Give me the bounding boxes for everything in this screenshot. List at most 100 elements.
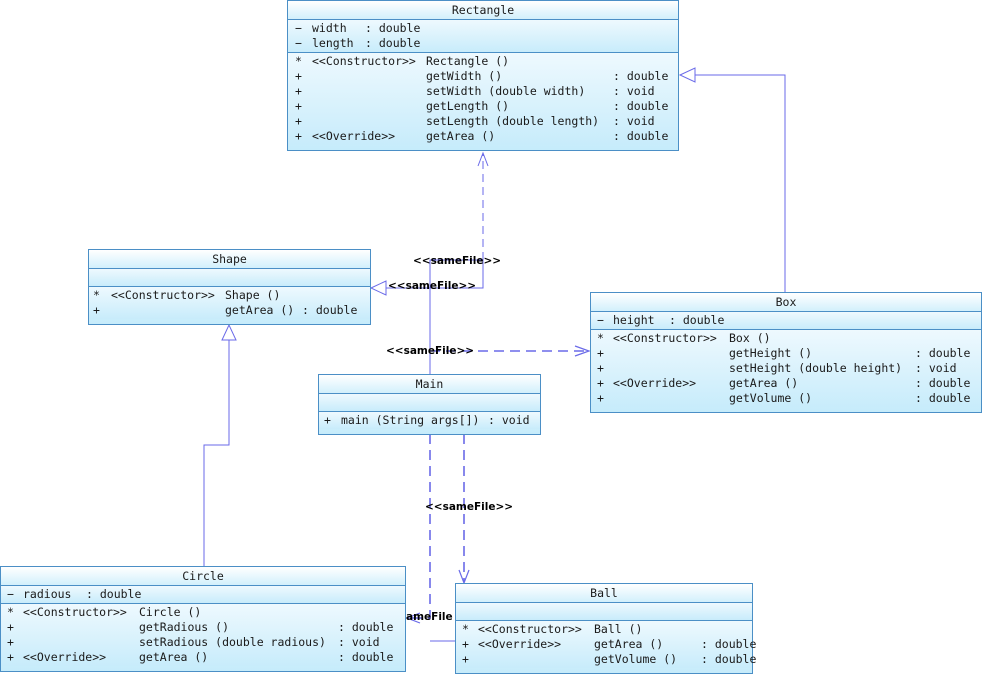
attribute-name: length bbox=[312, 36, 354, 50]
class-shape[interactable]: Shape *<<Constructor>>Shape ()+getArea ()… bbox=[88, 249, 371, 325]
operation-row[interactable]: +getArea (): double bbox=[89, 303, 370, 318]
operation-row[interactable]: + getVolume () : double bbox=[456, 652, 756, 667]
operation-row[interactable]: *<<Constructor>>Rectangle () bbox=[288, 54, 678, 69]
generalization-arrowhead bbox=[678, 67, 696, 83]
class-rectangle[interactable]: Rectangle−width: double−length: double*<… bbox=[287, 0, 679, 151]
visibility-marker: * bbox=[7, 605, 14, 619]
visibility-marker: + bbox=[93, 303, 100, 317]
operation-row[interactable]: +<<Override>>getArea (): double bbox=[1, 650, 405, 665]
operation-stereotype: <<Override>> bbox=[312, 129, 396, 143]
main-to-circle-dependency[interactable] bbox=[408, 434, 431, 619]
attribute-compartment: −height: double bbox=[591, 312, 981, 330]
visibility-marker: + bbox=[7, 635, 14, 649]
operation-row[interactable]: +<<Override>>getArea (): double bbox=[456, 637, 756, 652]
attribute-row[interactable]: −radious: double bbox=[1, 587, 405, 602]
return-type: : double bbox=[701, 652, 757, 666]
operation-signature: setHeight (double height) bbox=[729, 361, 903, 375]
operation-signature: setWidth (double width) bbox=[426, 84, 586, 98]
operation-row[interactable]: +<<Override>>getArea (): double bbox=[288, 129, 678, 144]
attribute-row[interactable]: −height: double bbox=[591, 313, 981, 328]
operation-signature: getArea () bbox=[594, 637, 664, 651]
visibility-marker: + bbox=[462, 652, 469, 666]
attribute-row[interactable]: −length : double bbox=[288, 36, 678, 51]
open-arrowhead bbox=[405, 612, 421, 624]
operation-signature: getRadious () bbox=[139, 620, 230, 634]
return-type: : double bbox=[701, 637, 757, 651]
operation-signature: Ball () bbox=[594, 622, 643, 636]
box-extends-rectangle[interactable] bbox=[695, 74, 786, 292]
return-type: : double bbox=[302, 303, 358, 317]
operation-row[interactable]: +main (String args[]): void bbox=[319, 413, 540, 428]
visibility-marker: + bbox=[597, 376, 604, 390]
attribute-type: : double bbox=[365, 21, 421, 35]
operation-signature: getWidth () bbox=[426, 69, 503, 83]
return-type: : void bbox=[488, 413, 530, 427]
class-name: Rectangle bbox=[288, 1, 678, 20]
visibility-marker: + bbox=[295, 99, 302, 113]
class-ball[interactable]: Ball *<<Constructor>>Ball () + <<Override>>… bbox=[455, 583, 756, 674]
visibility-marker: − bbox=[7, 587, 14, 601]
operation-signature: setLength (double length) bbox=[426, 114, 600, 128]
return-type: : double bbox=[338, 650, 394, 664]
operation-row[interactable]: +setWidth (double width): void bbox=[288, 84, 678, 99]
visibility-marker: + bbox=[295, 114, 302, 128]
attribute-compartment bbox=[456, 603, 752, 621]
operation-stereotype: <<Override>> bbox=[613, 376, 697, 390]
operation-row[interactable]: +setRadious (double radious): void bbox=[1, 635, 405, 650]
return-type: : double bbox=[338, 620, 394, 634]
operation-row[interactable]: *<<Constructor>>Circle () bbox=[1, 605, 405, 620]
operation-signature: getVolume () bbox=[594, 652, 678, 666]
circle-extends-shape[interactable] bbox=[203, 340, 230, 566]
visibility-marker: + bbox=[295, 69, 302, 83]
samefile-label-shape: <<sameFile>> bbox=[388, 280, 477, 292]
class-name: Ball bbox=[456, 584, 752, 603]
operation-signature: Rectangle () bbox=[426, 54, 510, 68]
operation-row[interactable]: +getVolume (): double bbox=[591, 391, 981, 406]
operation-compartment: *<<Constructor>>Box ()+getHeight (): dou… bbox=[591, 330, 981, 407]
operation-stereotype: <<Constructor>> bbox=[613, 331, 717, 345]
visibility-marker: − bbox=[597, 313, 604, 327]
class-main[interactable]: Main+main (String args[]): void bbox=[318, 374, 541, 435]
operation-row[interactable]: +setLength (double length): void bbox=[288, 114, 678, 129]
operation-row[interactable]: *<<Constructor>>Box () bbox=[591, 331, 981, 346]
attribute-name: height bbox=[613, 313, 655, 327]
visibility-marker: * bbox=[93, 288, 100, 302]
return-type: : double bbox=[613, 69, 669, 83]
generalization-arrowhead bbox=[369, 280, 387, 296]
operation-signature: getVolume () bbox=[729, 391, 813, 405]
operation-signature: getLength () bbox=[426, 99, 510, 113]
attribute-type: : double bbox=[365, 36, 421, 50]
operation-row[interactable]: *<<Constructor>>Shape () bbox=[89, 288, 370, 303]
operation-row[interactable]: +getHeight (): double bbox=[591, 346, 981, 361]
attribute-row[interactable]: −width: double bbox=[288, 21, 678, 36]
operation-stereotype: <<Override>> bbox=[478, 637, 562, 651]
operation-row[interactable]: +<<Override>>getArea (): double bbox=[591, 376, 981, 391]
visibility-marker: + bbox=[597, 361, 604, 375]
class-box[interactable]: Box−height: double*<<Constructor>>Box ()… bbox=[590, 292, 982, 413]
attribute-compartment: −width : double−length : double bbox=[288, 20, 678, 53]
visibility-marker: + bbox=[597, 391, 604, 405]
operation-signature: getHeight () bbox=[729, 346, 813, 360]
operation-row[interactable]: +getLength (): double bbox=[288, 99, 678, 114]
operation-compartment: *<<Constructor>>Circle () + getRadious ():… bbox=[1, 604, 405, 666]
attribute-compartment: −radious: double bbox=[1, 586, 405, 604]
return-type: : double bbox=[915, 376, 971, 390]
operation-signature: main (String args[]) bbox=[341, 413, 480, 427]
operation-signature: setRadious (double radious) bbox=[139, 635, 326, 649]
visibility-marker: + bbox=[597, 346, 604, 360]
operation-signature: Box () bbox=[729, 331, 771, 345]
samefile-label-circle: ameFile bbox=[406, 611, 453, 623]
operation-row[interactable]: + getWidth () : double bbox=[288, 69, 678, 84]
visibility-marker: + bbox=[295, 129, 302, 143]
operation-signature: getArea () bbox=[426, 129, 496, 143]
operation-compartment: *<<Constructor>>Shape ()+getArea (): dou… bbox=[89, 287, 370, 319]
class-circle[interactable]: Circle−radious: double*<<Constructor>>Ci… bbox=[0, 566, 406, 672]
attribute-name: width bbox=[312, 21, 347, 35]
class-name: Shape bbox=[89, 250, 370, 269]
operation-signature: Circle () bbox=[139, 605, 202, 619]
operation-row[interactable]: *<<Constructor>>Ball () bbox=[456, 622, 752, 637]
visibility-marker: − bbox=[295, 36, 302, 50]
operation-row[interactable]: +setHeight (double height): void bbox=[591, 361, 981, 376]
operation-row[interactable]: +getRadious (): double bbox=[1, 620, 405, 635]
